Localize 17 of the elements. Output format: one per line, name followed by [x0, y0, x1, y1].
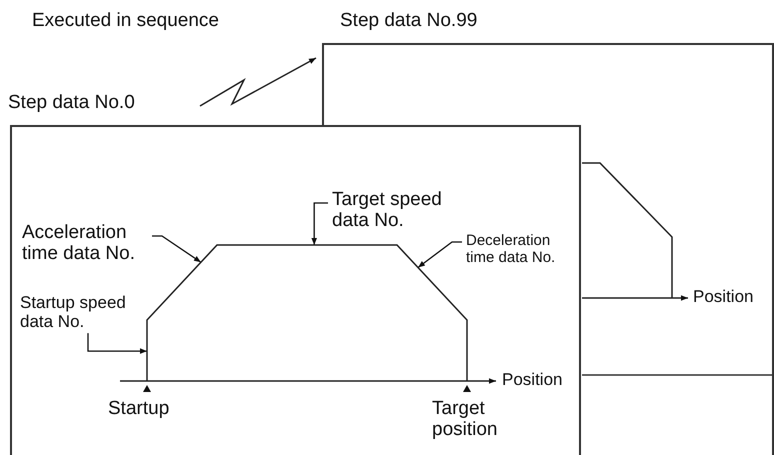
speed-profile-line — [146, 244, 468, 381]
callout-text: Acceleration time data No. — [22, 222, 150, 265]
leader-line — [87, 333, 147, 354]
panel-heading: Step data No.0 — [8, 92, 135, 114]
leader-line — [311, 202, 328, 245]
speed-profile-line — [582, 162, 673, 298]
axis-label: Position — [502, 370, 562, 390]
panel-heading: Step data No.99 — [340, 10, 478, 32]
callout-text: Deceleration time data No. — [466, 233, 570, 267]
leader-line — [418, 241, 462, 268]
callout-text: Startup speed data No. — [20, 293, 138, 332]
note-text: Executed in sequence — [32, 10, 219, 32]
callout-text: Target speed data No. — [332, 189, 454, 232]
position-label: Startup — [108, 398, 170, 420]
axis-label: Position — [693, 287, 754, 306]
position-label: Target position — [432, 398, 498, 441]
leader-line — [152, 235, 202, 263]
